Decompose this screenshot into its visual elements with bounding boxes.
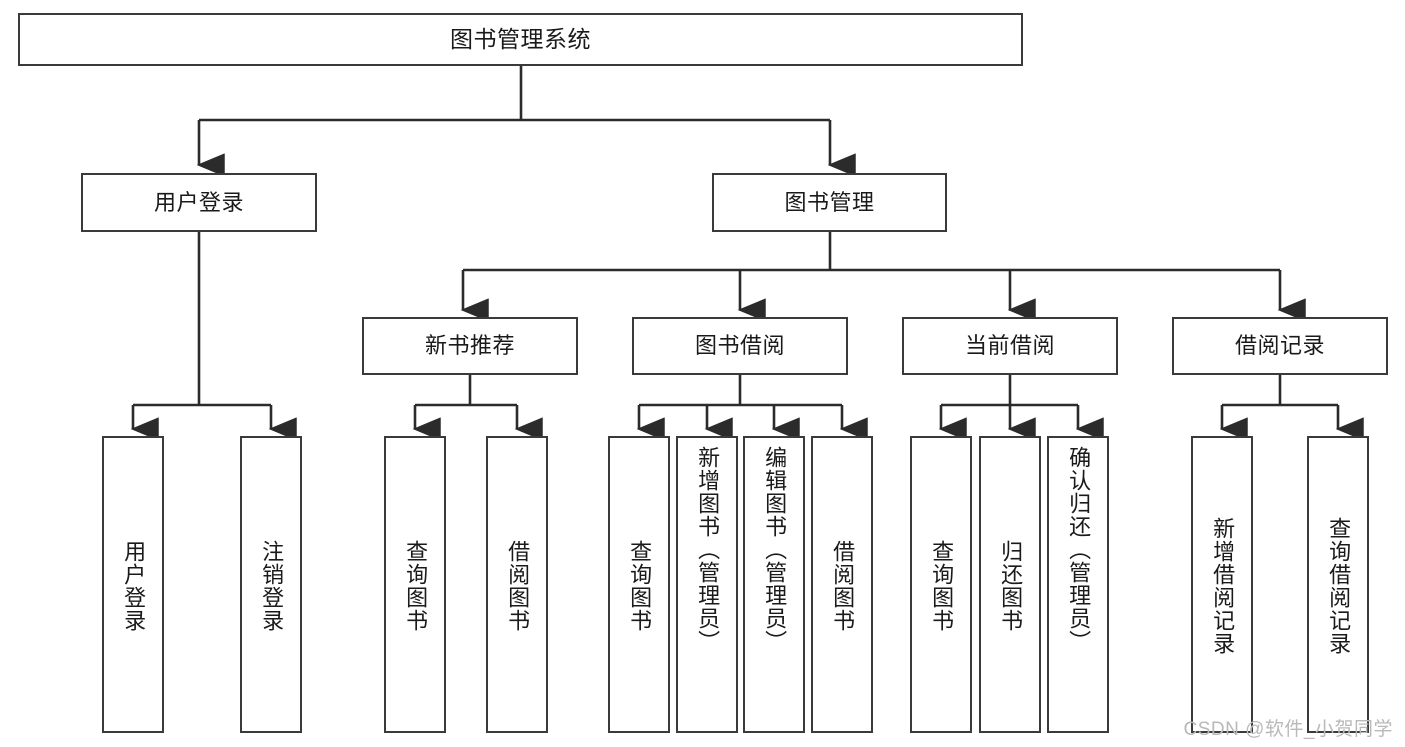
leaf-edit-book-admin[interactable]: 编辑图书（管理员） bbox=[743, 436, 805, 733]
node-label: 注销登录 bbox=[259, 539, 285, 632]
node-label: 用户登录 bbox=[153, 189, 244, 215]
leaf-query-book-borrow[interactable]: 查询图书 bbox=[608, 436, 670, 733]
node-label: 借阅记录 bbox=[1234, 333, 1325, 359]
node-label: 编辑图书（管理员） bbox=[762, 446, 788, 653]
node-label: 图书管理系统 bbox=[450, 26, 591, 53]
node-label: 新书推荐 bbox=[424, 333, 515, 359]
leaf-logout-login[interactable]: 注销登录 bbox=[240, 436, 302, 733]
node-label: 当前借阅 bbox=[964, 333, 1055, 359]
leaf-add-borrow-record[interactable]: 新增借阅记录 bbox=[1191, 436, 1253, 733]
leaf-query-book-recommend[interactable]: 查询图书 bbox=[384, 436, 446, 733]
node-current-borrow[interactable]: 当前借阅 bbox=[902, 317, 1118, 375]
leaf-add-book-admin[interactable]: 新增图书（管理员） bbox=[676, 436, 738, 733]
node-root-book-management-system[interactable]: 图书管理系统 bbox=[18, 13, 1023, 66]
node-label: 借阅图书 bbox=[830, 539, 856, 632]
node-label: 查询图书 bbox=[929, 539, 955, 632]
node-label: 借阅图书 bbox=[505, 539, 531, 632]
watermark-text: CSDN @软件_小贺同学 bbox=[1183, 719, 1393, 740]
node-new-book-recommend[interactable]: 新书推荐 bbox=[362, 317, 578, 375]
node-label: 图书借阅 bbox=[694, 333, 785, 359]
leaf-borrow-book-recommend[interactable]: 借阅图书 bbox=[486, 436, 548, 733]
node-book-management[interactable]: 图书管理 bbox=[712, 173, 947, 232]
node-book-borrow[interactable]: 图书借阅 bbox=[632, 317, 848, 375]
node-label: 查询借阅记录 bbox=[1326, 516, 1352, 655]
node-label: 新增图书（管理员） bbox=[695, 446, 721, 653]
leaf-user-login[interactable]: 用户登录 bbox=[102, 436, 164, 733]
node-borrow-record[interactable]: 借阅记录 bbox=[1172, 317, 1388, 375]
node-label: 用户登录 bbox=[121, 539, 147, 632]
leaf-return-book[interactable]: 归还图书 bbox=[979, 436, 1041, 733]
node-label: 归还图书 bbox=[998, 539, 1024, 632]
node-label: 确认归还（管理员） bbox=[1066, 446, 1092, 653]
node-label: 新增借阅记录 bbox=[1210, 516, 1236, 655]
leaf-query-borrow-record[interactable]: 查询借阅记录 bbox=[1307, 436, 1369, 733]
node-label: 查询图书 bbox=[627, 539, 653, 632]
node-label: 查询图书 bbox=[403, 539, 429, 632]
leaf-borrow-book-borrow[interactable]: 借阅图书 bbox=[811, 436, 873, 733]
leaf-query-book-current[interactable]: 查询图书 bbox=[910, 436, 972, 733]
leaf-confirm-return-admin[interactable]: 确认归还（管理员） bbox=[1047, 436, 1109, 733]
node-user-login[interactable]: 用户登录 bbox=[81, 173, 317, 232]
node-label: 图书管理 bbox=[784, 189, 875, 215]
